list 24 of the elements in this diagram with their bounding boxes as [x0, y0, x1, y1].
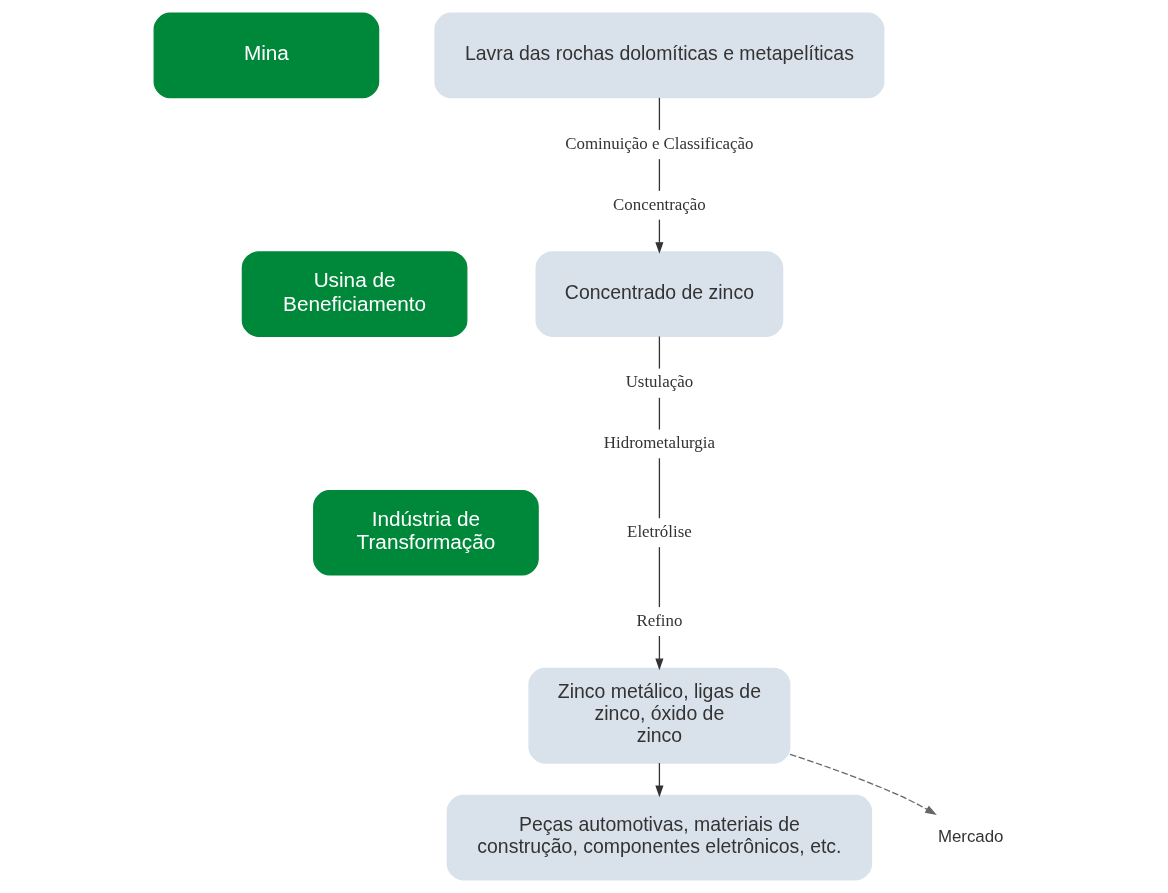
node-text: Refino — [635, 611, 682, 631]
node-box: Peças automotivas, materiais de construção, componentes eletrônicos, etc. — [446, 794, 872, 881]
arrow — [654, 635, 663, 671]
connector — [658, 397, 660, 431]
connector — [658, 457, 660, 519]
connector — [658, 546, 660, 608]
node-box: Concentrado de zinco — [535, 251, 783, 337]
connector — [658, 335, 660, 370]
node-box: Lavra das rochas dolomíticas e metapelíticas — [433, 12, 884, 99]
node-text: Mercado — [937, 826, 1004, 846]
node-text: Eletrólise — [626, 522, 692, 542]
node-text: Ustulação — [625, 372, 693, 392]
node-text: Concentração — [612, 194, 706, 214]
node-box: Mina — [153, 12, 379, 99]
node-box: Usina de Beneficiamento — [241, 251, 467, 337]
connector — [658, 97, 660, 131]
node-text: Hidrometalurgia — [603, 433, 715, 453]
node-text: Cominuição e Classificação — [564, 133, 754, 153]
arrow — [789, 753, 937, 815]
arrow — [654, 219, 663, 254]
arrow — [654, 762, 663, 798]
connector — [658, 158, 660, 192]
node-box: Zinco metálico, ligas de zinco, óxido de zinco — [527, 667, 790, 764]
node-box: Indústria de Transformação — [312, 489, 539, 576]
